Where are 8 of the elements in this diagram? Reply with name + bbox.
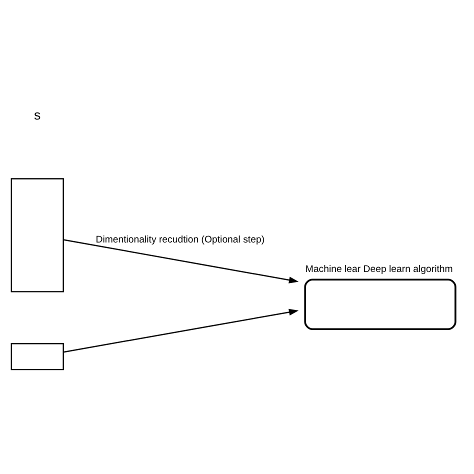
node-box <box>10 342 64 370</box>
arrow <box>62 238 298 283</box>
node-computer <box>304 278 456 330</box>
arrow <box>62 308 298 352</box>
label: s <box>34 107 40 122</box>
edge-label: Dimentionality recudtion (Optional step) <box>95 234 264 245</box>
node-label: Machine lear Deep learn algorithm <box>304 263 452 274</box>
node-box <box>10 178 64 292</box>
